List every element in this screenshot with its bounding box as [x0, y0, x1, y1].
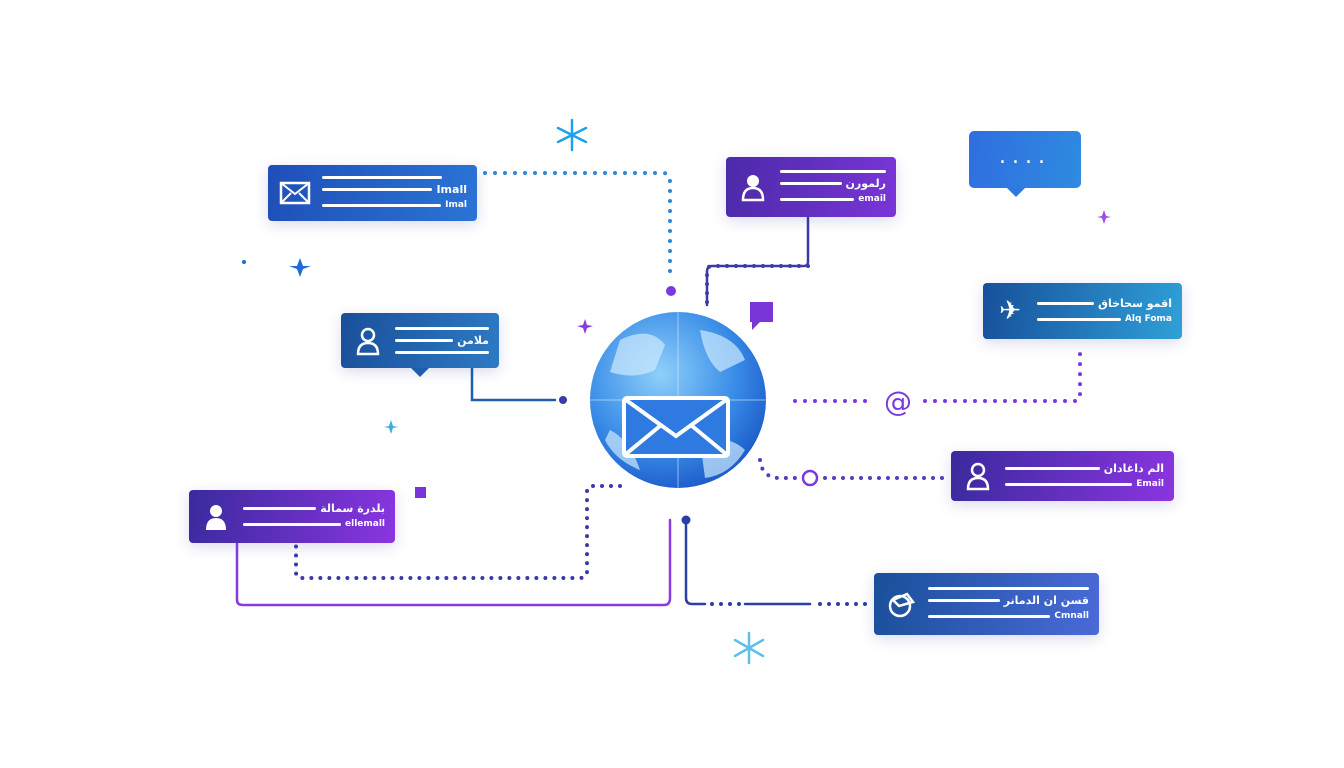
contact-card[interactable]: بلدرة سمالة ellemall [189, 490, 395, 543]
card-label: قسن ان الدمانر [1003, 593, 1089, 607]
card-sublabel: email [858, 193, 886, 204]
card-sublabel: Alq Foma [1124, 313, 1172, 324]
chat-bubble: .... [969, 131, 1081, 197]
user-icon [736, 170, 770, 204]
card-sublabel: Email [1136, 478, 1164, 489]
card-label: Imall [436, 182, 467, 196]
chat-bubble-icon [750, 302, 773, 330]
helmet-icon [884, 587, 918, 621]
globe-envelope-icon [590, 312, 766, 488]
card-sublabel: Cmnall [1054, 610, 1089, 621]
card-label: اقمو سحاخاق [1098, 296, 1172, 310]
card-label: ملامن [457, 334, 489, 347]
user-icon [961, 459, 995, 493]
card-sublabel: ellemall [345, 519, 385, 529]
airplane-icon: ✈ [999, 296, 1021, 326]
card-label: بلدرة سمالة [320, 502, 385, 515]
contact-card[interactable]: ✈ اقمو سحاخاق Alq Foma [983, 283, 1182, 339]
card-label: رلمورن [845, 176, 886, 190]
card-sublabel: Imal [445, 199, 467, 210]
contact-card[interactable]: قسن ان الدمانر Cmnall [874, 573, 1099, 635]
envelope-icon [278, 176, 312, 210]
card-label: الم داغادان [1103, 461, 1164, 475]
at-sign-icon: @ [884, 385, 912, 418]
speech-tail [411, 368, 429, 377]
contact-card[interactable]: Imall Imal [268, 165, 477, 221]
contact-card[interactable]: رلمورن email [726, 157, 896, 217]
sparkle-icon [556, 118, 765, 665]
user-icon [199, 500, 233, 534]
contact-card[interactable]: ملامن [341, 313, 499, 368]
user-icon [351, 324, 385, 358]
contact-card[interactable]: الم داغادان Email [951, 451, 1174, 501]
